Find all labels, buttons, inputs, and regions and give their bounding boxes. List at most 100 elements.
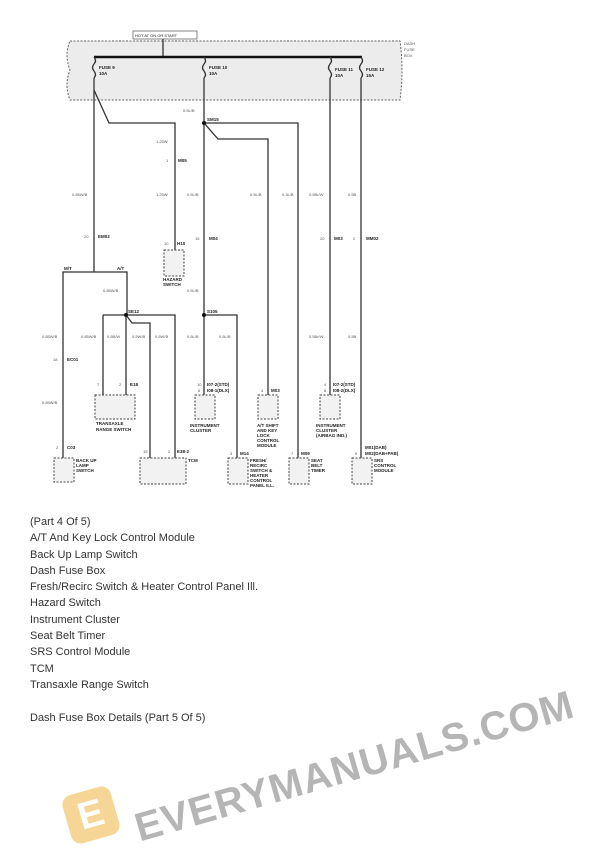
diagram-label: M02(DAB+PAB) — [365, 451, 399, 456]
diagram-label: I08-2(DLX) — [333, 388, 356, 393]
diagram-label: 2 — [353, 236, 356, 241]
transaxle-range-switch — [94, 394, 136, 420]
diagram-label: 0.5W/B — [155, 334, 168, 339]
diagram-label: 0.5W/B — [132, 334, 145, 339]
diagram-label: C03 — [67, 445, 76, 450]
diagram-label: A/T SHIFT — [257, 423, 279, 428]
diagram-mark — [102, 314, 176, 460]
diagram-mark — [124, 313, 128, 317]
component-item: Seat Belt Timer — [30, 630, 106, 643]
diagram-label: I07-2(STD) — [333, 382, 356, 387]
diagram-label: 7 — [291, 451, 294, 456]
diagram-label: EM02 — [98, 234, 110, 239]
diagram-label: 3 — [230, 451, 233, 456]
diagram-label: 6 — [198, 388, 201, 393]
diagram-label: 0.85W/B — [103, 288, 119, 293]
diagram-label: E38-2 — [177, 449, 190, 454]
diagram-label: M01(DAB) — [365, 445, 387, 450]
diagram-mark — [91, 56, 97, 79]
section-heading: Dash Fuse Box Details (Part 5 Of 5) — [30, 711, 206, 724]
diagram-label: AND KEY — [257, 428, 277, 433]
fusebox-label: FUSE — [404, 47, 415, 52]
hazard-switch — [163, 249, 185, 277]
wire-labels: 0.5L/B 1.25W 0.85W/B 1.25W 0.5L/B 0.5L/B… — [42, 108, 357, 405]
tcm — [139, 457, 187, 485]
diagram-mark — [202, 121, 206, 125]
splice-labels: SM15 SE12 S105 M/T A/T — [64, 117, 219, 314]
diagram-label: 0.3L/B — [282, 192, 294, 197]
diagram-label: FRESH/ — [250, 458, 267, 463]
diagram-label: 2 — [168, 449, 171, 454]
diagram-label: CONTROL — [250, 478, 272, 483]
diagram-label: 10 — [164, 241, 169, 246]
diagram-label: 1.25W — [156, 192, 168, 197]
diagram-label: 20 — [320, 236, 325, 241]
diagram-label: 0.5L/B — [219, 334, 231, 339]
diagram-label: TCM — [188, 458, 198, 463]
diagram-label: I07-2(STD) — [207, 382, 230, 387]
diagram-label: M03 — [334, 236, 343, 241]
diagram-label: I08-1(DLX) — [207, 388, 230, 393]
diagram-label: 0.5L/B — [187, 288, 199, 293]
diagram-label: 6 — [324, 388, 327, 393]
diagram-label: SE12 — [128, 309, 140, 314]
diagram-label: 15 — [143, 449, 148, 454]
diagram-label: 2 — [56, 445, 59, 450]
diagram-label: SWITCH — [76, 468, 94, 473]
component-item: A/T And Key Lock Control Module — [30, 532, 195, 545]
hot-label-box — [132, 30, 198, 40]
diagram-label: FUSE 12 — [366, 67, 385, 72]
diagram-label: 1 — [166, 158, 169, 163]
fusebox-label: DASH — [404, 41, 415, 46]
component-item: Dash Fuse Box — [30, 564, 106, 577]
diagram-label: (AIRBAG IND.) — [316, 433, 347, 438]
fusebox-label: BOX — [404, 53, 413, 58]
diagram-label: 15 — [195, 236, 200, 241]
diagram-label: SM15 — [207, 117, 219, 122]
diagram-label: HEATER — [250, 473, 269, 478]
diagram-label: CLUSTER — [316, 428, 338, 433]
diagram-label: 0.85W/B — [42, 334, 58, 339]
diagram-label: BELT — [311, 463, 323, 468]
diagram-mark — [204, 314, 238, 460]
component-item: Back Up Lamp Switch — [30, 548, 138, 561]
diagram-label: 20 — [84, 234, 89, 239]
diagram-label: 0.5L/B — [187, 192, 199, 197]
diagram-label: CLUSTER — [190, 428, 212, 433]
diagram-label: CONTROL — [374, 463, 396, 468]
diagram-label: FUSE 11 — [335, 67, 354, 72]
diagram-label: M09 — [301, 451, 310, 456]
diagram-label: 0.5B/W — [107, 334, 120, 339]
diagram-label: 2 — [119, 382, 122, 387]
component-item: Fresh/Recirc Switch & Heater Control Pan… — [30, 581, 259, 594]
diagram-label: 0.5B — [348, 334, 357, 339]
diagram-label: 0.5L/B — [250, 192, 262, 197]
watermark-logo: E — [60, 784, 122, 846]
diagram-label: 0.85W/B — [72, 192, 88, 197]
diagram-label: TIMER — [311, 468, 326, 473]
diagram-label: LAMP — [76, 463, 89, 468]
diagram-label: 0.5Br/W — [309, 192, 324, 197]
diagram-label: 0.5L/B — [187, 334, 199, 339]
diagram-label: 10A — [335, 73, 344, 78]
srs-control-module — [351, 457, 373, 485]
diagram-label: M04 — [209, 236, 218, 241]
diagram-label: E18 — [130, 382, 139, 387]
diagram-label: PANEL ILL. — [250, 483, 274, 488]
diagram-label: FUSE 9 — [99, 65, 115, 70]
diagram-label: A/T — [117, 266, 125, 271]
diagram-label: TRANSAXLE — [96, 421, 124, 426]
diagram-label: M/T — [64, 266, 72, 271]
seat-belt-timer — [288, 457, 310, 485]
diagram-label: SWITCH — [163, 282, 181, 287]
caption-part: (Part 4 Of 5) — [30, 516, 91, 528]
diagram-label: 0.5Br/W — [309, 334, 324, 339]
diagram-label: SWITCH & — [250, 468, 273, 473]
fresh-recirc-switch — [227, 457, 249, 485]
diagram-label: BACK UP — [76, 458, 97, 463]
diagram-mark — [201, 56, 207, 79]
diagram-label: HAZARD — [163, 277, 183, 282]
diagram-label: M14 — [240, 451, 249, 456]
